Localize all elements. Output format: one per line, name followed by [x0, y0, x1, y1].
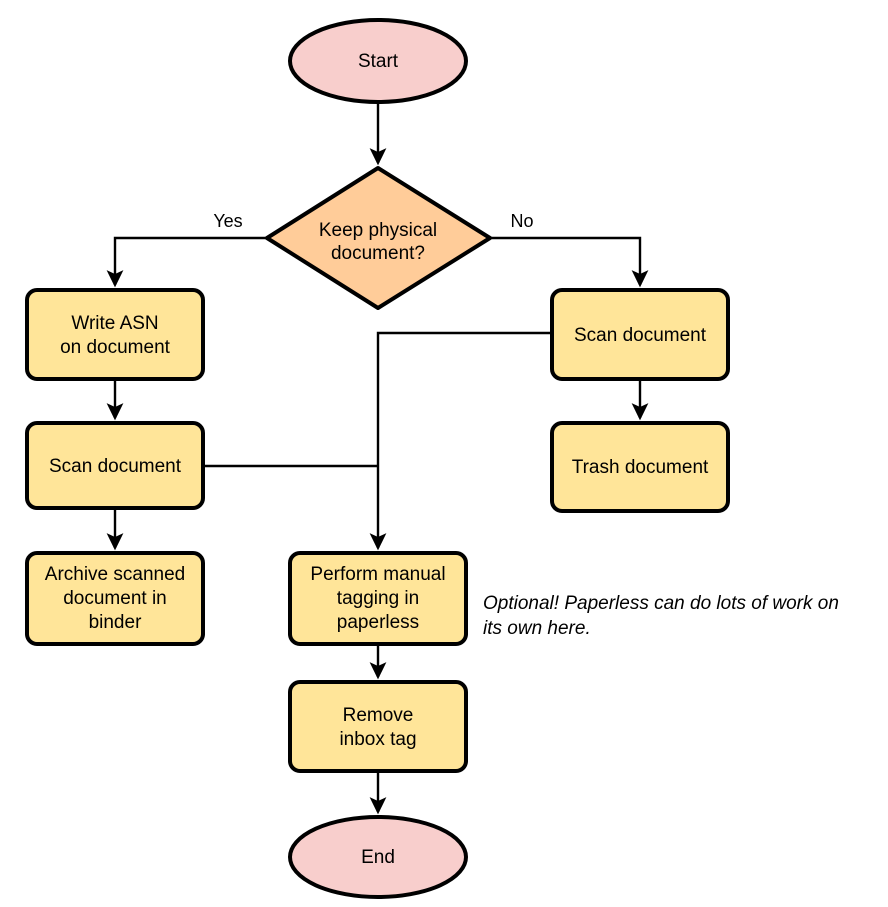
edge-label-yes: Yes — [213, 211, 242, 231]
edge-decision-yes-to-write-asn — [106, 236, 267, 288]
scan-document-left-box-shape — [25, 421, 205, 510]
trash-document-box-shape — [550, 421, 730, 513]
node-start-label: Start — [358, 51, 399, 72]
node-scan-document-right[interactable]: Scan document — [550, 288, 730, 381]
node-archive-label-line1: Archive scanned — [45, 564, 185, 585]
node-archive-label-line3: binder — [89, 612, 142, 633]
node-write-asn[interactable]: Write ASN on document — [25, 288, 205, 381]
tagging-box-shape — [288, 551, 468, 646]
node-tagging-label-line1: Perform manual — [310, 564, 445, 585]
node-tagging-label-line3: paperless — [337, 612, 419, 633]
remove-inbox-tag-box-shape — [288, 680, 468, 773]
node-remove-inbox-tag[interactable]: Remove inbox tag — [288, 680, 468, 773]
node-write-asn-label-line1: Write ASN — [71, 313, 158, 334]
node-trash-document-label: Trash document — [572, 457, 709, 478]
node-decision-label-line1: Keep physical — [319, 220, 437, 241]
annotation-note-line2: its own here. — [483, 618, 591, 639]
scan-document-right-box-shape — [550, 288, 730, 381]
node-remove-inbox-label-line1: Remove — [343, 705, 414, 726]
node-scan-document-left-label: Scan document — [49, 456, 182, 477]
node-end-label: End — [361, 847, 395, 868]
node-remove-inbox-label-line2: inbox tag — [339, 729, 416, 750]
end-ellipse-shape — [288, 815, 468, 899]
decision-diamond-shape — [265, 166, 492, 310]
node-decision-label-line2: document? — [331, 243, 425, 264]
node-end[interactable]: End — [288, 815, 468, 899]
node-scan-document-left[interactable]: Scan document — [25, 421, 205, 510]
node-trash-document[interactable]: Trash document — [550, 421, 730, 513]
annotation-note-line1: Optional! Paperless can do lots of work … — [483, 593, 839, 614]
node-perform-manual-tagging[interactable]: Perform manual tagging in paperless — [288, 551, 468, 646]
node-tagging-label-line2: tagging in — [337, 588, 419, 609]
edge-decision-no-to-scan-right — [490, 236, 649, 288]
edge-label-no: No — [510, 211, 533, 231]
edge-scan-right-to-tagging — [369, 331, 552, 551]
node-scan-document-right-label: Scan document — [574, 325, 707, 346]
archive-box-shape — [25, 551, 205, 646]
node-archive-scanned-document[interactable]: Archive scanned document in binder — [25, 551, 205, 646]
annotation-note: Optional! Paperless can do lots of work … — [483, 593, 839, 639]
node-start[interactable]: Start — [288, 18, 468, 104]
write-asn-box-shape — [25, 288, 205, 381]
start-ellipse-shape — [288, 18, 468, 104]
node-decision-keep-physical-document[interactable]: Keep physical document? — [265, 166, 492, 310]
node-archive-label-line2: document in — [63, 588, 167, 609]
node-write-asn-label-line2: on document — [60, 337, 171, 358]
